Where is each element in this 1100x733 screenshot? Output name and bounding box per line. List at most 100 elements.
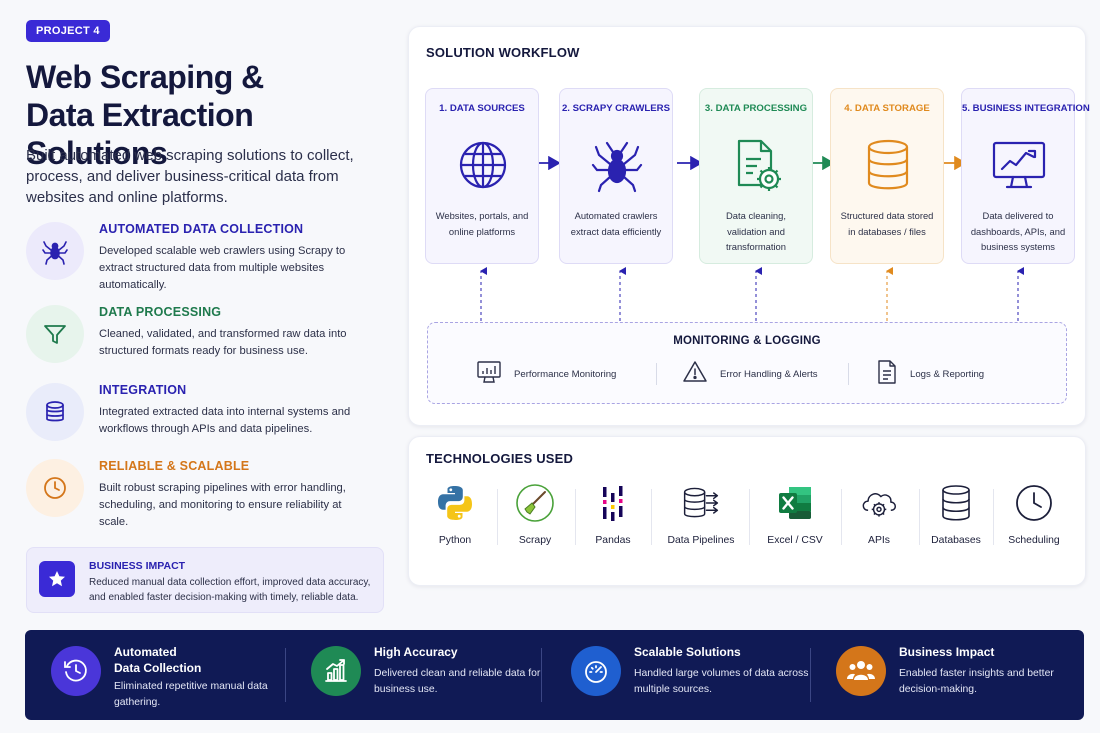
tech-divider (993, 489, 994, 545)
tech-data-pipelines: Data Pipelines (661, 483, 741, 553)
project-badge: PROJECT 4 (26, 20, 110, 42)
clock-icon (1014, 483, 1054, 523)
summary-automated-data-collection: Automated Data Collection Eliminated rep… (51, 630, 281, 720)
stage-data-storage: 4. DATA STORAGE Structured data stored i… (830, 88, 944, 264)
stage-description: Structured data stored in databases / fi… (840, 210, 934, 237)
summary-text: Handled large volumes of data across mul… (634, 668, 809, 695)
summary-title: Automated Data Collection (114, 644, 284, 676)
feature-text: Cleaned, validated, and transformed raw … (99, 328, 347, 357)
gauge-icon (571, 646, 621, 696)
tech-divider (919, 489, 920, 545)
stage-data-processing: 3. DATA PROCESSING Data cleaning, valida… (699, 88, 813, 264)
spider-icon (26, 222, 84, 280)
summary-divider (285, 648, 286, 702)
stage-business-integration: 5. BUSINESS INTEGRATION Data delivered t… (961, 88, 1090, 264)
business-impact-title: BUSINESS IMPACT (89, 560, 186, 572)
tech-apis: APIs (839, 483, 919, 553)
solution-workflow-panel: SOLUTION WORKFLOW 1. DATA SOURCES Websit… (408, 26, 1090, 426)
summary-text: Eliminated repetitive manual data gather… (114, 681, 268, 708)
feature-integration: INTEGRATION Integrated extracted data in… (26, 383, 386, 463)
funnel-icon (26, 305, 84, 363)
stage-description: Data cleaning, validation and transforma… (726, 210, 786, 252)
page-title-line-1: Web Scraping & (26, 59, 264, 95)
database-icon (26, 383, 84, 441)
monitor-item-label: Error Handling & Alerts (720, 368, 818, 380)
business-impact-text: Reduced manual data collection effort, i… (89, 577, 371, 603)
tech-divider (651, 489, 652, 545)
monitor-item-label: Logs & Reporting (910, 368, 985, 380)
cloud-gear-icon (859, 483, 899, 523)
summary-title-line-2: Data Collection (114, 661, 202, 675)
feature-automated-data-collection: AUTOMATED DATA COLLECTION Developed scal… (26, 222, 386, 302)
stage-scrapy-crawlers: 2. SCRAPY CRAWLERS Automated crawlers ex… (559, 88, 673, 264)
monitor-item-performance: Performance Monitoring (476, 360, 616, 388)
dashboard-monitor-icon (989, 135, 1049, 195)
stage-title: 4. DATA STORAGE (844, 103, 930, 114)
summary-bar: Automated Data Collection Eliminated rep… (25, 630, 1084, 720)
stage-description: Data delivered to dashboards, APIs, and … (970, 210, 1066, 252)
document-gear-icon (727, 135, 787, 195)
workflow-title: SOLUTION WORKFLOW (426, 45, 580, 60)
monitor-item-label: Performance Monitoring (514, 368, 617, 380)
tech-pandas: Pandas (573, 483, 653, 553)
monitoring-logging-box: MONITORING & LOGGING Performance Monitor… (427, 322, 1067, 404)
stage-data-sources: 1. DATA SOURCES Websites, portals, and o… (425, 88, 539, 264)
clock-icon (26, 459, 84, 517)
feature-title: AUTOMATED DATA COLLECTION (99, 222, 304, 236)
feature-text: Developed scalable web crawlers using Sc… (99, 245, 346, 291)
workflow-connectors (480, 155, 1024, 321)
summary-business-impact: Business Impact Enabled faster insights … (836, 630, 1066, 720)
tech-label: Scrapy (518, 535, 552, 546)
monitor-item-logs: Logs & Reporting (876, 359, 985, 390)
database-icon (858, 135, 918, 195)
summary-title: Business Impact (899, 645, 995, 659)
summary-title-line-1: Automated (114, 645, 177, 659)
warning-icon (682, 360, 708, 389)
page-title: Web Scraping & Data Extraction Solutions (26, 58, 396, 172)
feature-title: DATA PROCESSING (99, 305, 222, 319)
pandas-icon (593, 483, 633, 523)
bar-chart-icon (311, 646, 361, 696)
summary-scalable-solutions: Scalable Solutions Handled large volumes… (571, 630, 808, 720)
feature-data-processing: DATA PROCESSING Cleaned, validated, and … (26, 305, 386, 385)
tech-divider (749, 489, 750, 545)
tech-label: Scheduling (1008, 535, 1060, 546)
database-icon (936, 483, 976, 523)
tech-databases: Databases (916, 483, 996, 553)
people-icon (836, 646, 886, 696)
spider-icon (587, 135, 647, 195)
feature-title: RELIABLE & SCALABLE (99, 459, 250, 473)
pipeline-icon (681, 483, 721, 523)
tech-label: Data Pipelines (667, 535, 735, 546)
document-icon (876, 359, 898, 390)
refresh-clock-icon (51, 646, 101, 696)
monitor-divider (656, 363, 657, 385)
summary-title: Scalable Solutions (634, 645, 741, 659)
feature-title: INTEGRATION (99, 383, 187, 397)
tech-label: Python (438, 535, 472, 546)
python-icon (435, 483, 475, 523)
stage-title: 5. BUSINESS INTEGRATION (962, 103, 1090, 114)
stage-description: Automated crawlers extract data efficien… (570, 210, 662, 237)
feature-text: Integrated extracted data into internal … (99, 406, 351, 435)
tech-divider (497, 489, 498, 545)
monitoring-title: MONITORING & LOGGING (673, 335, 821, 347)
feature-text: Built robust scraping pipelines with err… (99, 482, 346, 528)
stage-description: Websites, portals, and online platforms (435, 210, 529, 237)
technologies-title: TECHNOLOGIES USED (426, 451, 574, 466)
tech-label: APIs (868, 535, 890, 546)
star-icon (39, 561, 75, 597)
summary-divider (541, 648, 542, 702)
summary-text: Delivered clean and reliable data for bu… (374, 668, 541, 695)
tech-label: Databases (931, 535, 981, 546)
tech-scrapy: Scrapy (495, 483, 575, 553)
monitor-item-errors: Error Handling & Alerts (682, 360, 818, 388)
stage-title: 2. SCRAPY CRAWLERS (561, 103, 671, 114)
summary-divider (810, 648, 811, 702)
business-impact-card: BUSINESS IMPACT Reduced manual data coll… (26, 547, 384, 613)
summary-title: High Accuracy (374, 645, 458, 659)
summary-high-accuracy: High Accuracy Delivered clean and reliab… (311, 630, 541, 720)
excel-icon (775, 483, 815, 523)
globe-icon (453, 135, 513, 195)
scrapy-icon (515, 483, 555, 523)
